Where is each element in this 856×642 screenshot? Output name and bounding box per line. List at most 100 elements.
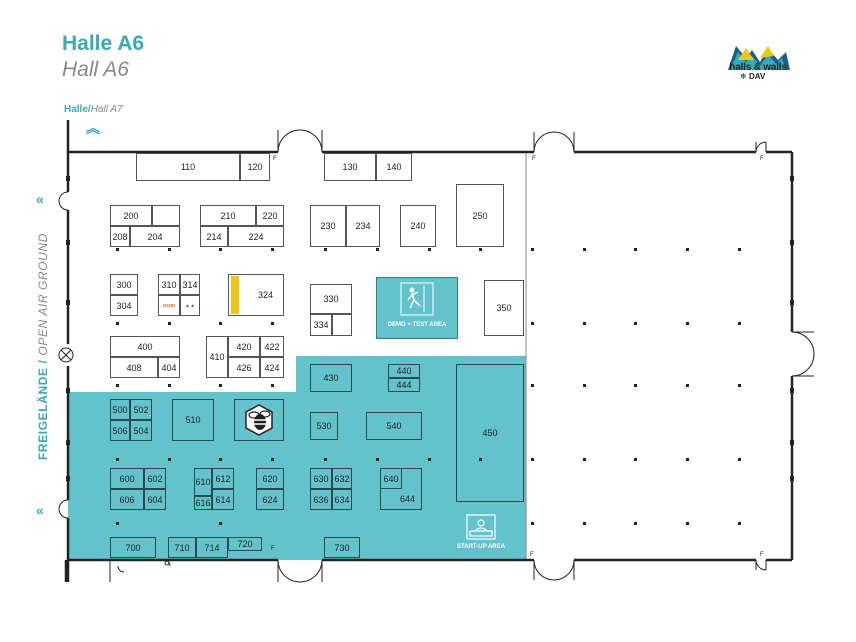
hall-title-english: Hall A6 <box>62 58 129 81</box>
booth-632[interactable]: 632 <box>332 468 352 489</box>
booth-700[interactable]: 700 <box>110 537 156 558</box>
chevrons-left-icon: « <box>36 191 44 207</box>
booth-614[interactable]: 614 <box>212 489 234 510</box>
fire-marker: F <box>530 552 534 558</box>
booth-500[interactable]: 500 <box>110 399 130 420</box>
booth-616[interactable]: 616 <box>194 496 212 510</box>
door-icon <box>533 559 575 581</box>
chevrons-up-icon: ︽ <box>86 120 100 136</box>
booth-610[interactable]: 610 <box>194 468 212 496</box>
fire-marker: F <box>271 546 275 552</box>
booth-640[interactable]: 640 <box>380 468 402 489</box>
booth-710[interactable]: 710 <box>168 537 196 558</box>
door-icon <box>533 131 575 153</box>
door-icon <box>755 141 767 153</box>
door-icon <box>58 347 74 363</box>
fire-marker: F <box>760 156 764 162</box>
booth-634[interactable]: 634 <box>332 489 352 510</box>
booth-620[interactable]: 620 <box>256 468 284 489</box>
booth-404[interactable]: 404 <box>158 357 180 378</box>
booth-604[interactable]: 604 <box>144 489 166 510</box>
booth-408[interactable]: 408 <box>110 357 158 378</box>
booth-400[interactable]: 400 <box>110 336 180 357</box>
booth-214[interactable]: 214 <box>200 226 228 247</box>
booth-624[interactable]: 624 <box>256 489 284 510</box>
booth-230[interactable]: 230 <box>310 205 346 247</box>
booth-350[interactable]: 350 <box>484 280 524 336</box>
booth-300[interactable]: 300 <box>110 274 138 295</box>
booth-334-annex[interactable] <box>332 314 352 336</box>
booth-310[interactable]: 310 <box>158 274 180 295</box>
booth-220[interactable]: 220 <box>256 205 284 226</box>
door-icon <box>277 559 323 583</box>
booth-334[interactable]: 334 <box>310 314 332 336</box>
booth-200[interactable]: 200 <box>110 205 152 226</box>
booth-140[interactable]: 140 <box>376 153 412 181</box>
booth-208[interactable]: 208 <box>110 226 130 247</box>
demo-area-label: DEMO + TEST AREA <box>387 322 447 328</box>
start-up-area-label: START-UP AREA <box>457 544 505 550</box>
door-icon <box>58 191 69 211</box>
booth-204[interactable]: 204 <box>130 226 180 247</box>
logo-dav: ❄ DAV <box>740 72 766 81</box>
booth-600[interactable]: 600 <box>110 468 144 489</box>
booth-234[interactable]: 234 <box>346 205 380 247</box>
neighbor-hall-label-de: Halle <box>64 104 88 115</box>
booth-714[interactable]: 714 <box>196 537 228 558</box>
booth-430[interactable]: 430 <box>310 364 352 392</box>
booth-444[interactable]: 444 <box>388 378 420 392</box>
booth-520-bee[interactable] <box>234 399 284 441</box>
booth-530[interactable]: 530 <box>310 412 338 440</box>
booth-424[interactable]: 424 <box>260 357 284 378</box>
booth-630[interactable]: 630 <box>310 468 332 489</box>
start-up-desk-icon <box>466 514 496 540</box>
hall-title: Halle A6 <box>62 32 145 55</box>
fire-extinguisher-icon: F F F F F F <box>271 156 764 558</box>
climber-icon <box>400 282 434 316</box>
door-icon <box>277 129 323 153</box>
booth-450[interactable]: 450 <box>456 364 524 502</box>
booth-200-annex[interactable] <box>152 205 180 226</box>
neighbor-hall-separator: / <box>87 104 91 115</box>
booth-314[interactable]: 314 <box>180 274 200 295</box>
booth-644-annex[interactable] <box>402 468 422 489</box>
booth-314-logo-area[interactable]: ▲▲ <box>180 295 200 316</box>
booth-720[interactable]: 720 <box>228 537 262 551</box>
booth-426[interactable]: 426 <box>228 357 260 378</box>
booth-304[interactable]: 304 <box>110 295 138 316</box>
booth-410[interactable]: 410 <box>206 336 228 378</box>
booth-502[interactable]: 502 <box>130 399 152 420</box>
booth-606[interactable]: 606 <box>110 489 144 510</box>
booth-224[interactable]: 224 <box>228 226 284 247</box>
booth-420[interactable]: 420 <box>228 336 260 357</box>
booth-422[interactable]: 422 <box>260 336 284 357</box>
booth-504[interactable]: 504 <box>130 420 152 441</box>
booth-130[interactable]: 130 <box>324 153 376 181</box>
booth-120[interactable]: 120 <box>240 153 270 181</box>
booth-110[interactable]: 110 <box>136 153 240 181</box>
booth-250[interactable]: 250 <box>456 184 504 247</box>
booth-602[interactable]: 602 <box>144 468 166 489</box>
booth-210[interactable]: 210 <box>200 205 256 226</box>
booth-636[interactable]: 636 <box>310 489 332 510</box>
demo-test-area[interactable] <box>376 277 458 339</box>
door-icon <box>791 331 815 377</box>
fire-marker: F <box>532 156 536 162</box>
booth-324[interactable]: 324 <box>228 274 284 316</box>
door-icon <box>58 499 69 519</box>
booth-730[interactable]: 730 <box>324 537 360 558</box>
booth-644[interactable]: 644 <box>380 489 422 510</box>
neighbor-hall-label: Halle/Hall A7 <box>64 104 123 115</box>
booth-440[interactable]: 440 <box>388 364 420 378</box>
perfect-descent-logo <box>231 276 239 314</box>
booth-330[interactable]: 330 <box>310 284 352 314</box>
booth-240[interactable]: 240 <box>400 205 436 247</box>
logo-dav-text: DAV <box>748 72 766 81</box>
booth-540[interactable]: 540 <box>366 412 422 440</box>
bee-logo-icon <box>245 404 273 436</box>
logo-wordmark: halls & walls <box>729 62 787 73</box>
booth-510[interactable]: 510 <box>172 399 214 441</box>
booth-612[interactable]: 612 <box>212 468 234 489</box>
booth-310-logo-area[interactable]: ocun <box>158 295 180 316</box>
booth-506[interactable]: 506 <box>110 420 130 441</box>
